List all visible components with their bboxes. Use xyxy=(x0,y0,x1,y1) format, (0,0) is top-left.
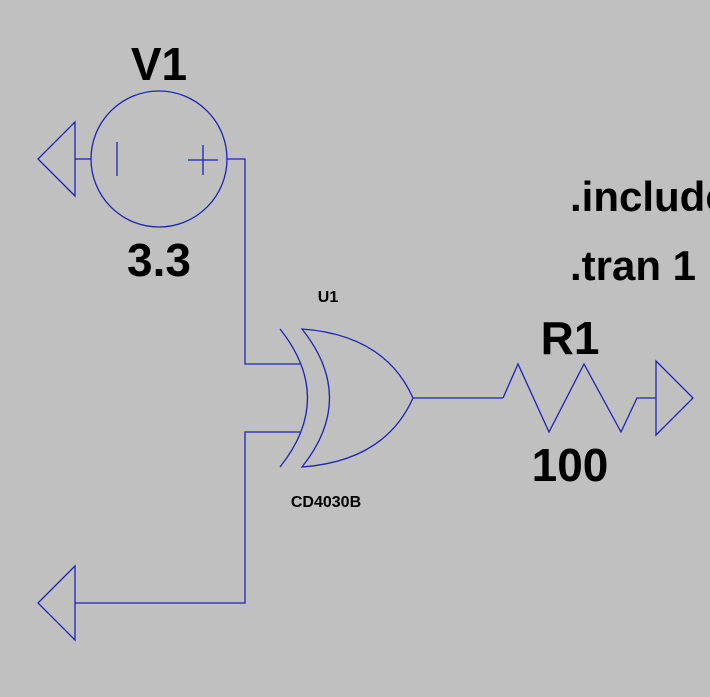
v1-name-label[interactable]: V1 xyxy=(131,38,187,90)
spice-directive-tran[interactable]: .tran 1 xyxy=(570,242,696,289)
voltage-source-body xyxy=(90,90,228,228)
u1-value-label[interactable]: CD4030B xyxy=(291,494,361,511)
resistor-r1-zigzag-icon[interactable] xyxy=(502,362,656,434)
ground-symbol-icon[interactable] xyxy=(37,120,91,198)
output-port-icon[interactable] xyxy=(655,359,694,437)
wire-ground-to-gate[interactable] xyxy=(75,431,300,604)
xor-gate-outer-arc xyxy=(279,328,308,468)
r1-value-label[interactable]: 100 xyxy=(532,439,609,491)
plus-sign-icon xyxy=(188,145,218,175)
spice-directive-include[interactable]: .include xyxy=(570,173,710,220)
xor-gate-u1[interactable] xyxy=(279,328,414,468)
xor-gate-body xyxy=(300,328,414,468)
r1-name-label[interactable]: R1 xyxy=(541,312,600,364)
voltage-source-v1[interactable] xyxy=(90,90,228,228)
v1-value-label[interactable]: 3.3 xyxy=(127,234,191,286)
u1-name-label[interactable]: U1 xyxy=(318,289,339,306)
ground-symbol-icon[interactable] xyxy=(37,564,76,642)
wire-v1-to-gate[interactable] xyxy=(227,158,300,365)
